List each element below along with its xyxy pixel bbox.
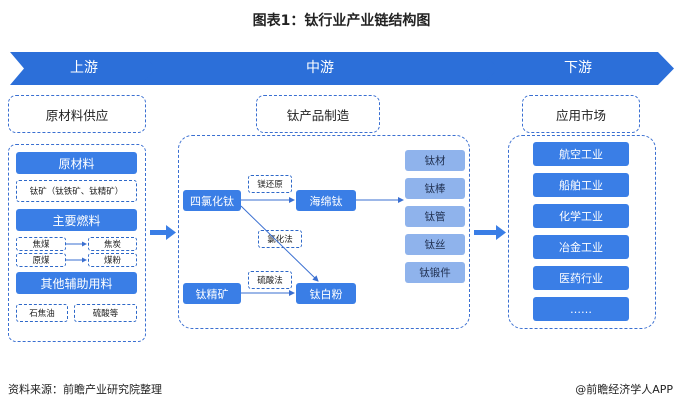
- market-item: 航空工业: [533, 142, 629, 166]
- midstream-header: 钛产品制造: [256, 95, 380, 133]
- market-item: 冶金工业: [533, 235, 629, 259]
- raw-materials-detail: 钛矿（钛铁矿、钛精矿）: [16, 180, 137, 202]
- band-upstream-label: 上游: [70, 60, 98, 76]
- band-midstream-shape: [140, 52, 500, 85]
- ti-white-box: 钛白粉: [296, 283, 356, 304]
- ti-concentrate-box: 钛精矿: [183, 283, 241, 304]
- band-midstream: 中游: [140, 52, 500, 85]
- aux-item: 石焦油: [16, 304, 68, 322]
- sponge-titanium-box: 海绵钛: [296, 190, 356, 211]
- stage-arrow-mid-down: [474, 225, 506, 240]
- band-midstream-label: 中游: [306, 60, 334, 76]
- product-item: 钛棒: [405, 178, 465, 199]
- raw-materials-label: 原材料: [16, 152, 137, 174]
- chart-title: 图表1：钛行业产业链结构图: [252, 13, 431, 29]
- product-item: 钛锻件: [405, 262, 465, 283]
- aux-materials-label: 其他辅助用料: [16, 272, 137, 294]
- process-sulfate: 硫酸法: [248, 271, 292, 289]
- product-item: 钛管: [405, 206, 465, 227]
- downstream-header: 应用市场: [522, 95, 640, 133]
- band-upstream-shape: [10, 52, 158, 85]
- band-downstream: 下游: [482, 52, 674, 85]
- band-downstream-shape: [482, 52, 674, 85]
- market-item: 医药行业: [533, 266, 629, 290]
- fuel-item: 焦炭: [88, 237, 137, 251]
- product-item: 钛丝: [405, 234, 465, 255]
- main-fuel-label: 主要燃料: [16, 209, 137, 231]
- source-note: 资料来源：前瞻产业研究院整理: [8, 383, 162, 396]
- band-upstream: 上游: [10, 52, 158, 85]
- market-item: 船舶工业: [533, 173, 629, 197]
- product-item: 钛材: [405, 150, 465, 171]
- process-reduction: 镁还原: [248, 175, 292, 193]
- upstream-header: 原材料供应: [8, 95, 146, 133]
- band-downstream-label: 下游: [564, 60, 592, 76]
- process-chloride: 氯化法: [258, 230, 302, 248]
- aux-item: 硫酸等: [74, 304, 137, 322]
- flow-arrow-chloride: [240, 205, 319, 282]
- market-item: ……: [533, 297, 629, 321]
- brand-note: @前瞻经济学人APP: [575, 383, 673, 396]
- fuel-item: 焦煤: [16, 237, 66, 251]
- market-item: 化学工业: [533, 204, 629, 228]
- downstream-panel: [508, 135, 656, 329]
- fuel-item: 原煤: [16, 253, 66, 267]
- fuel-item: 煤粉: [88, 253, 137, 267]
- stage-arrow-up-mid: [150, 225, 176, 240]
- ticl4-box: 四氯化钛: [183, 190, 241, 211]
